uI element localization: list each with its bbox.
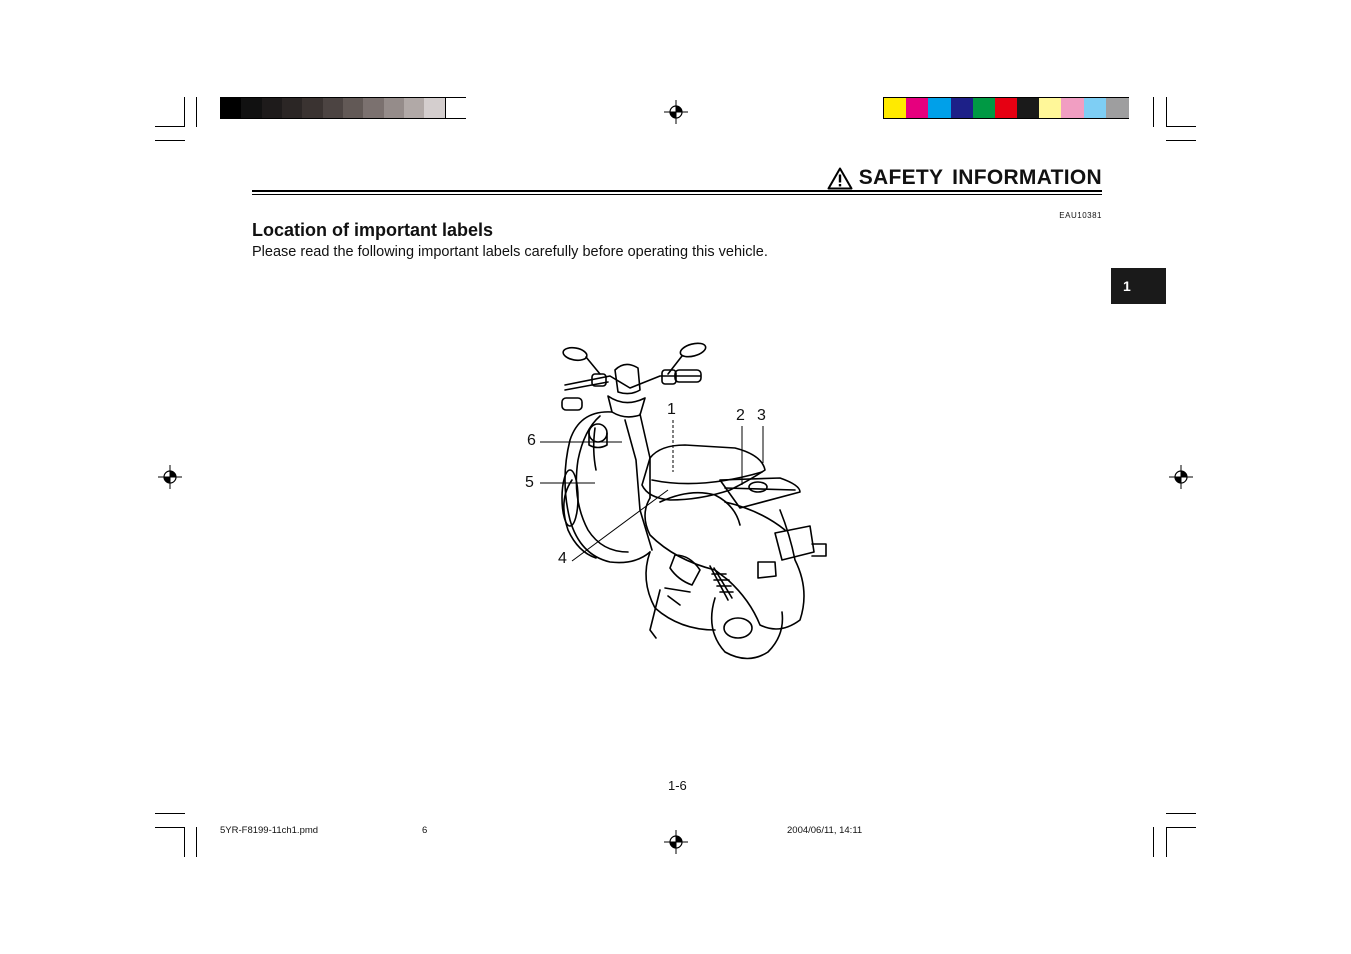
calibration-swatch xyxy=(424,98,446,118)
calibration-swatch xyxy=(322,98,344,118)
calibration-swatch xyxy=(994,98,1018,118)
scooter-illustration xyxy=(540,342,827,660)
calibration-swatch xyxy=(884,98,907,118)
callout-label: 2 xyxy=(736,407,745,424)
section-intro: Please read the following important labe… xyxy=(252,244,768,260)
calibration-swatch xyxy=(1061,98,1085,118)
color-calibration-bar xyxy=(883,97,1129,119)
calibration-swatch xyxy=(282,98,303,118)
grayscale-calibration-bar xyxy=(220,97,467,119)
footer-datetime: 2004/06/11, 14:11 xyxy=(787,825,863,836)
calibration-swatch xyxy=(1017,98,1041,118)
calibration-swatch xyxy=(241,98,263,118)
page-header: SAFETY INFORMATION xyxy=(827,166,1102,190)
callout-label: 1 xyxy=(667,401,676,418)
document-code: EAU10381 xyxy=(1059,211,1102,220)
warning-triangle-icon xyxy=(827,167,853,189)
page-number: 1-6 xyxy=(668,778,687,793)
calibration-swatch xyxy=(221,98,242,118)
callout-label: 6 xyxy=(527,432,536,449)
registration-mark-icon xyxy=(158,465,182,489)
calibration-swatch xyxy=(950,98,974,118)
calibration-swatch xyxy=(444,98,467,118)
callout-label: 3 xyxy=(757,407,766,424)
calibration-swatch xyxy=(383,98,405,118)
calibration-swatch xyxy=(302,98,324,118)
section-title: Location of important labels xyxy=(252,220,494,240)
calibration-swatch xyxy=(1083,98,1107,118)
registration-mark-icon xyxy=(664,830,688,854)
header-rule xyxy=(252,190,1102,192)
calibration-swatch xyxy=(972,98,996,118)
calibration-swatch xyxy=(261,98,283,118)
header-title: SAFETY INFORMATION xyxy=(858,166,1102,189)
callout-label: 4 xyxy=(558,550,567,567)
registration-mark-icon xyxy=(664,100,688,124)
callout-label: 5 xyxy=(525,474,534,491)
calibration-swatch xyxy=(404,98,425,118)
calibration-swatch xyxy=(1105,98,1129,118)
calibration-swatch xyxy=(928,98,952,118)
footer-filename: 5YR-F8199-11ch1.pmd xyxy=(220,825,319,836)
header-rule xyxy=(252,194,1102,195)
registration-mark-icon xyxy=(1169,465,1193,489)
calibration-swatch xyxy=(343,98,364,118)
calibration-swatch xyxy=(906,98,930,118)
chapter-number: 1 xyxy=(1123,278,1131,294)
calibration-swatch xyxy=(363,98,385,118)
calibration-swatch xyxy=(1039,98,1063,118)
footer-page: 6 xyxy=(422,825,428,836)
chapter-tab: 1 xyxy=(1111,268,1166,304)
